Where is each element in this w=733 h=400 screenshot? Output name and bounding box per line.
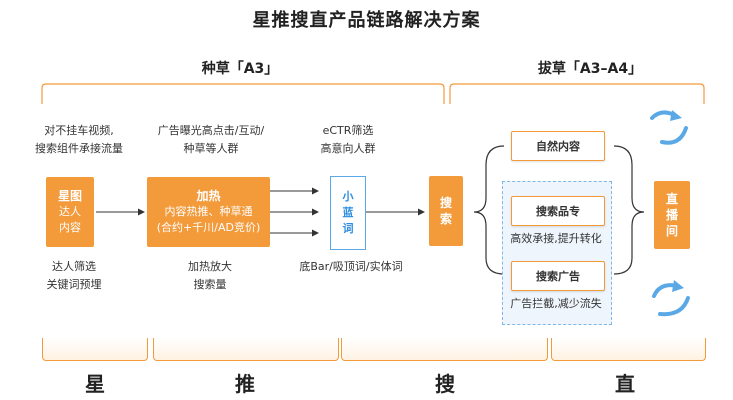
sou-char-2: 索 (439, 212, 452, 226)
bottom-label-sou: 搜 (435, 372, 455, 396)
xiaolanci-box: 小 蓝 词 (330, 176, 366, 250)
xing-bottom-line-1: 达人筛选 (52, 260, 96, 273)
brace-right (613, 145, 645, 275)
section-label-seeding: 种草「A3」 (201, 61, 279, 77)
bottom-label-zhi: 直 (615, 372, 635, 396)
xiaolanci-char-1: 小 (342, 190, 354, 203)
sou-char-1: 搜 (439, 196, 452, 210)
xiaolanci-bottom-text: 底Bar/吸顶词/实体词 (299, 260, 403, 273)
xiaolanci-char-2: 蓝 (342, 206, 354, 219)
cycle-arrow-top-icon (650, 110, 688, 145)
bottom-bar-sou (341, 338, 548, 361)
xing-top-text: 对不挂车视频, 搜索组件承接流量 (14, 122, 144, 158)
bracket-pulling (449, 83, 705, 104)
xiaolanci-top-line-2: 高意向人群 (320, 142, 376, 155)
zhibo-box: 直 播 间 (654, 181, 690, 249)
tui-bottom-line-1: 加热放大 (188, 260, 232, 273)
xing-box-line-1: 达人 (59, 205, 81, 218)
xing-top-line-2: 搜索组件承接流量 (35, 142, 123, 155)
xing-bottom-line-2: 关键词预埋 (46, 278, 102, 291)
zhibo-char-3: 间 (665, 224, 678, 238)
tui-bottom-line-2: 搜索量 (193, 278, 227, 291)
tui-box-line-1: 内容热推、种草通 (164, 205, 253, 218)
zhibo-char-1: 直 (665, 192, 678, 206)
xing-box: 星图 达人 内容 (46, 177, 94, 247)
bottom-label-xing: 星 (85, 372, 105, 396)
tui-box-line-2: (合约+千川/AD竞价) (156, 221, 261, 234)
xing-top-line-1: 对不挂车视频, (44, 124, 114, 137)
section-label-pulling: 拔草「A3–A4」 (537, 61, 643, 77)
tui-box: 加热 内容热推、种草通 (合约+千川/AD竞价) (147, 177, 270, 247)
xing-box-title: 星图 (57, 189, 82, 203)
bottom-bar-xing (42, 338, 148, 361)
search-brand-box: 搜索品专 (511, 196, 605, 226)
tui-box-title: 加热 (196, 189, 221, 203)
xing-bottom-text: 达人筛选 关键词预埋 (14, 258, 134, 294)
xing-box-line-2: 内容 (59, 221, 81, 234)
tui-top-text: 广告曝光高点击/互动/ 种草等人群 (146, 122, 276, 158)
sou-box: 搜 索 (429, 176, 463, 246)
search-ad-box: 搜索广告 (511, 261, 605, 291)
bracket-seeding (41, 83, 445, 104)
tui-bottom-text: 加热放大 搜索量 (160, 258, 260, 294)
brace-left (473, 145, 505, 275)
search-ad-desc: 广告拦截,减少流失 (510, 297, 602, 310)
xiaolanci-char-3: 词 (342, 222, 354, 235)
tui-top-line-2: 种草等人群 (183, 142, 239, 155)
zhibo-char-2: 播 (665, 208, 678, 222)
bottom-label-tui: 推 (235, 372, 255, 396)
tui-top-line-1: 广告曝光高点击/互动/ (157, 124, 265, 137)
page-title: 星推搜直产品链路解决方案 (252, 10, 481, 31)
search-brand-desc: 高效承接,提升转化 (510, 232, 602, 245)
cycle-arrow-bottom-icon (652, 280, 690, 317)
xiaolanci-top-text: eCTR筛选 高意向人群 (298, 122, 398, 158)
bottom-bar-zhi (551, 338, 706, 361)
bottom-bar-tui (153, 338, 339, 361)
natural-content-box: 自然内容 (511, 131, 605, 161)
xiaolanci-top-line-1: eCTR筛选 (322, 124, 374, 137)
